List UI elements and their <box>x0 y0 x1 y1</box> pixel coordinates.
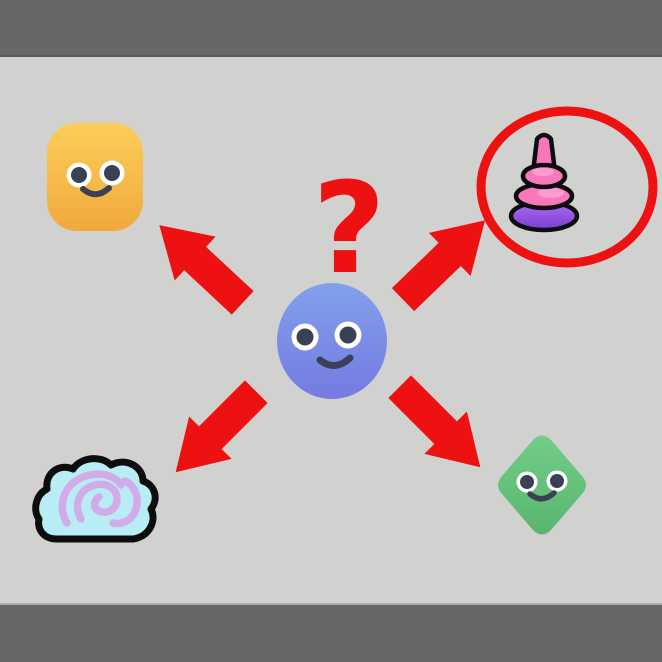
option-bottom-right-green-diamond[interactable] <box>498 435 586 535</box>
blue-blob-body <box>277 283 387 399</box>
answer-circle-annotation <box>476 106 658 268</box>
question-mark: ? <box>312 155 385 302</box>
arrow-down-left-icon <box>175 380 268 473</box>
center-character-blue-blob <box>277 283 387 399</box>
orange-blob-body <box>47 123 143 231</box>
cloud-swirl-outer <box>58 470 125 527</box>
green-diamond-left-pupil <box>520 475 534 489</box>
bottom-frame-bar <box>0 603 662 662</box>
option-top-left-orange-blob[interactable] <box>47 123 143 231</box>
arrow-up-left-icon <box>159 225 254 315</box>
cloud-swirl-spiral <box>73 480 121 523</box>
choice-arrows <box>159 220 486 473</box>
arrow-down-right-icon <box>388 375 481 468</box>
blue-blob-right-pupil <box>339 326 357 344</box>
orange-blob-right-pupil <box>104 165 120 181</box>
toy-ring-top-highlight <box>532 168 554 176</box>
toy-ring-middle-highlight <box>538 188 564 198</box>
cloud-swirl-right <box>109 477 141 528</box>
orange-blob-left-pupil <box>71 167 87 183</box>
green-diamond-right-pupil <box>550 474 564 488</box>
orange-blob-smile <box>80 185 112 198</box>
blue-blob-smile <box>316 354 354 369</box>
stacking-rings-toy-icon <box>508 132 580 233</box>
blue-blob-left-pupil <box>296 328 314 346</box>
arrow-up-right-icon <box>391 220 486 312</box>
green-diamond-smile <box>527 490 557 502</box>
option-bottom-left-swirl-cloud[interactable] <box>32 455 159 543</box>
green-diamond-body <box>498 435 586 535</box>
option-top-right-stacking-toy[interactable] <box>476 106 658 268</box>
top-frame-bar <box>0 0 662 57</box>
cloud-swirl-pattern <box>58 470 141 528</box>
